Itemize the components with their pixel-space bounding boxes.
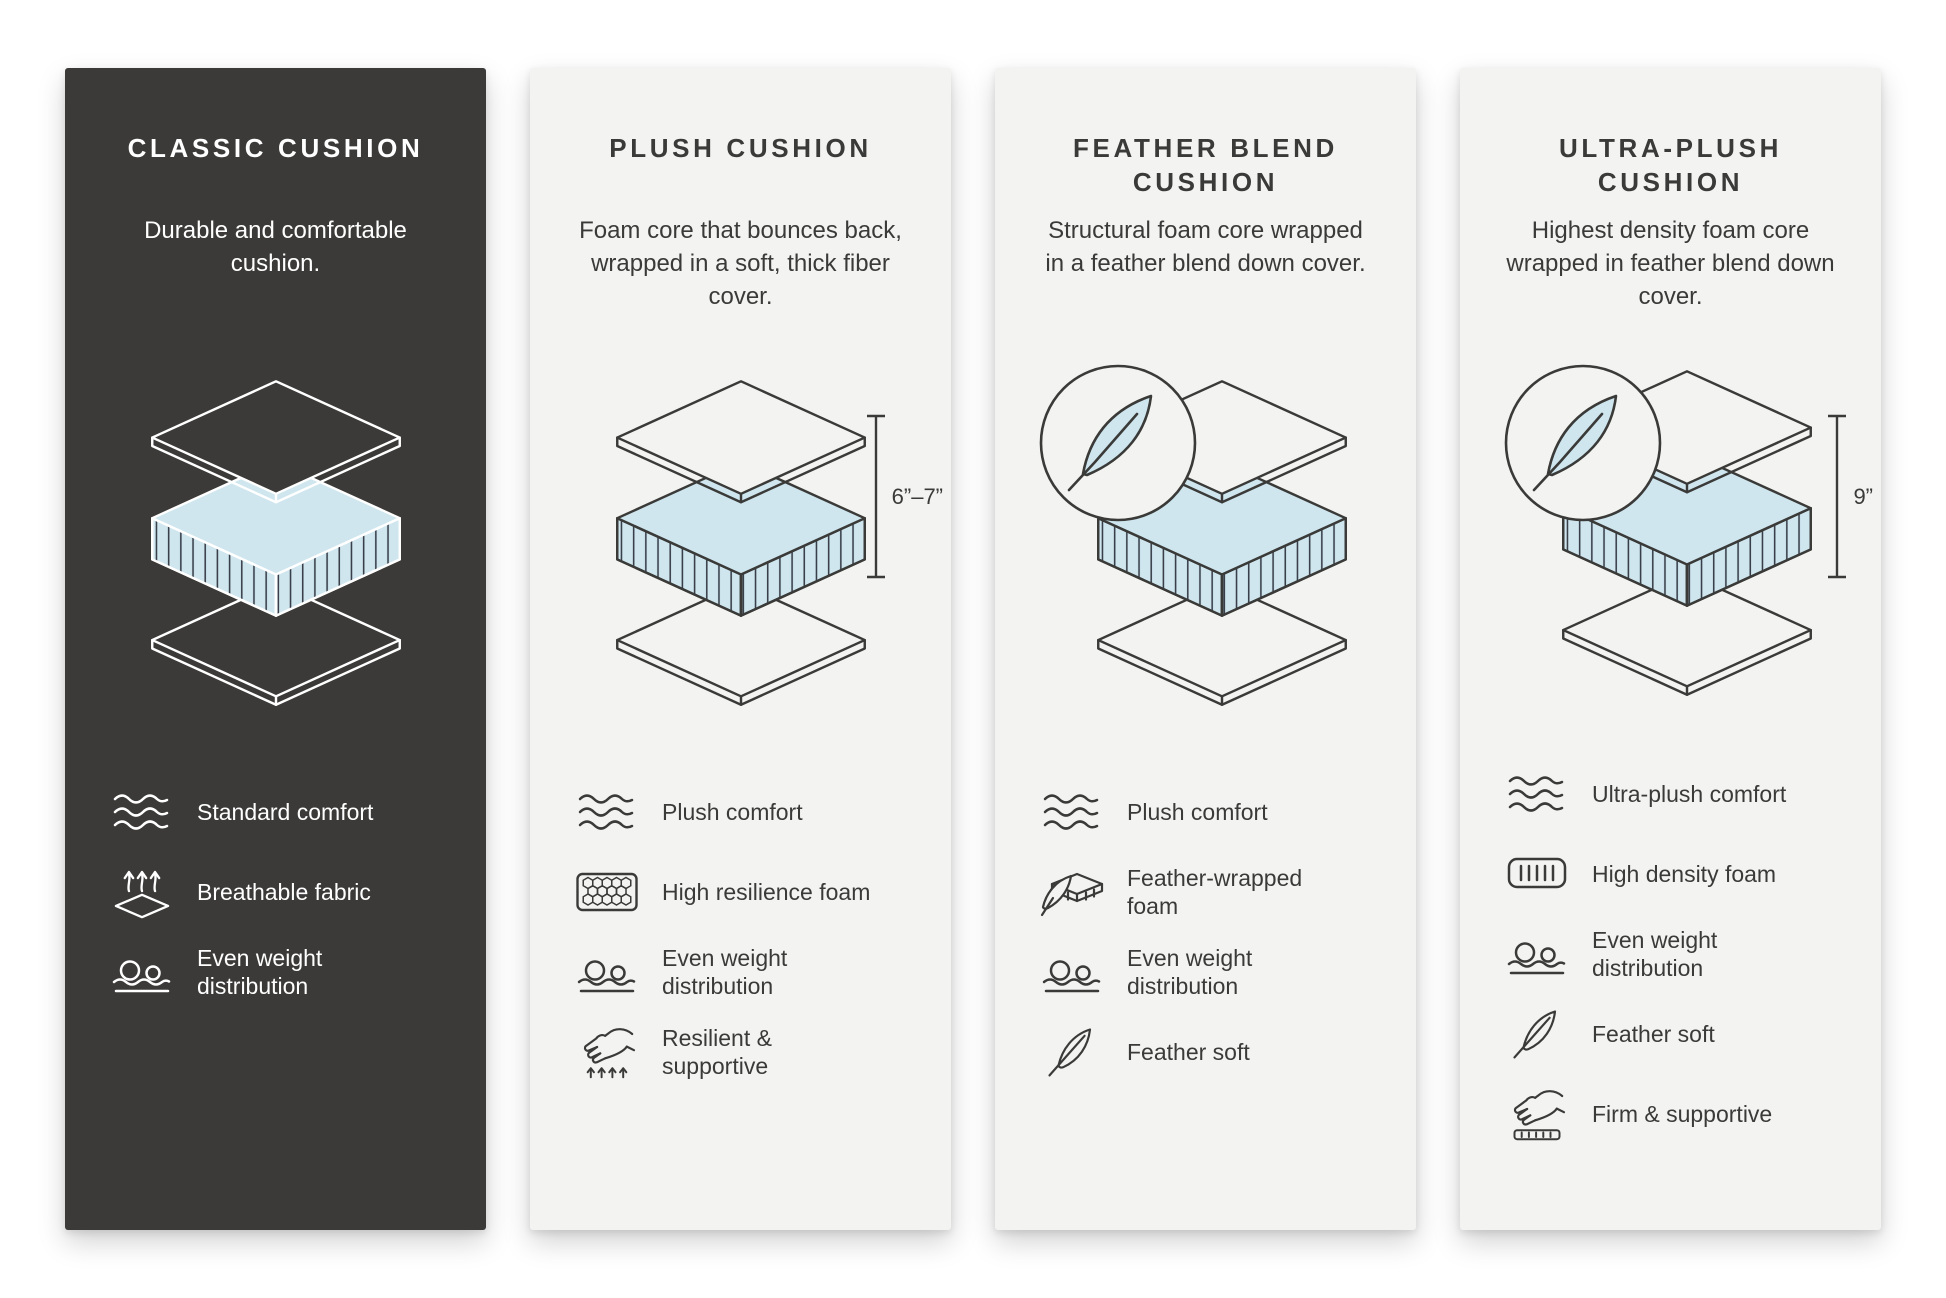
feature-label: Feather soft bbox=[1127, 1039, 1250, 1066]
feature-label: Standard comfort bbox=[197, 798, 374, 825]
feature-label: Ultra-plush comfort bbox=[1592, 780, 1787, 807]
cushion-diagram: 6”–7” bbox=[574, 328, 943, 758]
feature-label: Feather-wrapped foam bbox=[1127, 865, 1303, 920]
measurement-label: 9” bbox=[1853, 483, 1873, 509]
feature-row: Feather-wrapped foam bbox=[1039, 864, 1372, 920]
feature-label: Breathable fabric bbox=[197, 878, 371, 905]
cushion-diagram bbox=[109, 328, 442, 758]
feature-row: Even weight distribution bbox=[574, 944, 907, 1000]
feather-icon bbox=[1504, 1007, 1570, 1061]
panel-title: ULTRA-PLUSH CUSHION bbox=[1559, 133, 1782, 197]
hand-firm-icon bbox=[1504, 1087, 1570, 1141]
panel-description: Durable and comfortable cushion. bbox=[144, 217, 407, 278]
feature-list: Plush comfort Feather-wrapped foam Even … bbox=[1039, 784, 1372, 1104]
weight-distribution-icon bbox=[574, 945, 640, 999]
feature-row: Plush comfort bbox=[1039, 784, 1372, 840]
feature-row: Firm & supportive bbox=[1504, 1086, 1837, 1142]
panel-description: Structural foam core wrapped in a feathe… bbox=[1045, 217, 1366, 278]
density-foam-icon bbox=[1504, 847, 1570, 901]
measurement-label: 6”–7” bbox=[891, 483, 943, 509]
feature-label: Firm & supportive bbox=[1592, 1100, 1773, 1127]
feature-list: Standard comfort Breathable fabric Even … bbox=[109, 784, 442, 1024]
weight-distribution-icon bbox=[1504, 927, 1570, 981]
feature-label: Resilient & supportive bbox=[662, 1025, 772, 1080]
cushion-diagram: 9” bbox=[1502, 328, 1873, 740]
honeycomb-icon bbox=[574, 865, 640, 919]
feature-label: Even weight distribution bbox=[1592, 926, 1718, 981]
weight-distribution-icon bbox=[109, 945, 175, 999]
panel-title: FEATHER BLEND CUSHION bbox=[1073, 133, 1338, 197]
feature-row: Feather soft bbox=[1039, 1024, 1372, 1080]
panel-ultra-plush-cushion: ULTRA-PLUSH CUSHION Highest density foam… bbox=[1460, 68, 1881, 1230]
feature-row: High density foam bbox=[1504, 846, 1837, 902]
feature-row: Breathable fabric bbox=[109, 864, 442, 920]
feature-label: Even weight distribution bbox=[197, 945, 323, 1000]
panel-classic-cushion: CLASSIC CUSHION Durable and comfortable … bbox=[65, 68, 486, 1230]
panel-description: Foam core that bounces back, wrapped in … bbox=[579, 217, 902, 311]
feature-row: Feather soft bbox=[1504, 1006, 1837, 1062]
cushion-layers-icon bbox=[591, 370, 891, 717]
feature-row: Plush comfort bbox=[574, 784, 907, 840]
feature-label: High resilience foam bbox=[662, 878, 871, 905]
feather-badge-icon bbox=[1502, 362, 1664, 524]
cushion-layers-icon bbox=[126, 370, 426, 717]
feature-row: Even weight distribution bbox=[1504, 926, 1837, 982]
feature-label: Plush comfort bbox=[662, 798, 803, 825]
feature-label: Even weight distribution bbox=[662, 945, 788, 1000]
measurement-line-icon bbox=[1828, 414, 1847, 579]
panel-plush-cushion: PLUSH CUSHION Foam core that bounces bac… bbox=[530, 68, 951, 1230]
feature-row: Ultra-plush comfort bbox=[1504, 766, 1837, 822]
feature-row: Even weight distribution bbox=[109, 944, 442, 1000]
panel-title: PLUSH CUSHION bbox=[609, 133, 872, 163]
feather-icon bbox=[1039, 1025, 1105, 1079]
height-measurement: 6”–7” bbox=[866, 414, 943, 579]
feature-label: High density foam bbox=[1592, 860, 1777, 887]
feature-row: Resilient & supportive bbox=[574, 1024, 907, 1080]
panel-description: Highest density foam core wrapped in fea… bbox=[1506, 217, 1835, 311]
measurement-line-icon bbox=[866, 414, 885, 579]
feature-row: High resilience foam bbox=[574, 864, 907, 920]
feature-label: Plush comfort bbox=[1127, 798, 1268, 825]
weight-distribution-icon bbox=[1039, 945, 1105, 999]
feather-badge-icon bbox=[1037, 362, 1199, 524]
hand-press-icon bbox=[574, 1025, 640, 1079]
feature-list: Ultra-plush comfort High density foam Ev… bbox=[1504, 766, 1837, 1166]
breathable-icon bbox=[109, 865, 175, 919]
panel-title: CLASSIC CUSHION bbox=[127, 133, 424, 163]
feature-label: Even weight distribution bbox=[1127, 945, 1253, 1000]
feature-row: Standard comfort bbox=[109, 784, 442, 840]
waves-icon bbox=[1039, 785, 1105, 839]
waves-icon bbox=[109, 785, 175, 839]
waves-icon bbox=[1504, 767, 1570, 821]
feature-list: Plush comfort High resilience foam Even … bbox=[574, 784, 907, 1104]
waves-icon bbox=[574, 785, 640, 839]
panel-feather-blend-cushion: FEATHER BLEND CUSHION Structural foam co… bbox=[995, 68, 1416, 1230]
cushion-diagram bbox=[1039, 328, 1372, 758]
feature-row: Even weight distribution bbox=[1039, 944, 1372, 1000]
height-measurement: 9” bbox=[1827, 414, 1873, 579]
feature-label: Feather soft bbox=[1592, 1020, 1715, 1047]
feather-foam-icon bbox=[1039, 865, 1105, 919]
